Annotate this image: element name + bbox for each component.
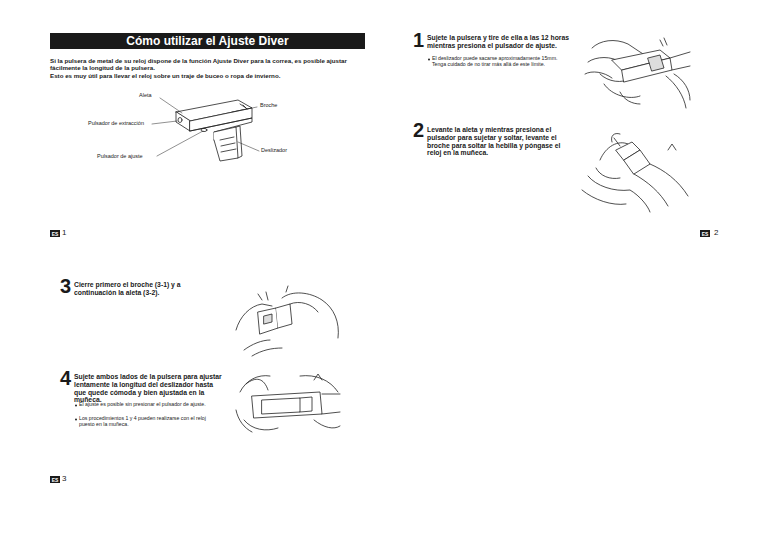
language-badge: ES [50, 476, 60, 483]
step2-illustration [582, 133, 688, 212]
bullet [75, 59, 430, 421]
language-badge: ES [700, 230, 710, 237]
intro-text: Esto es muy útil para llevar el reloj so… [50, 72, 370, 79]
part-name: Pulsador de ajuste [97, 153, 143, 159]
step-number: 1 [413, 30, 424, 50]
note-text: El ajuste es posible sin presionar el pu… [79, 402, 219, 408]
badge-text: ES [52, 477, 59, 483]
step-text: Sujete la pulsera y tire de ella a las 1… [427, 34, 577, 50]
part-name: Broche [260, 102, 277, 108]
title-band: Cómo utilizar el Ajuste Diver [50, 33, 365, 49]
leader-line [152, 98, 259, 156]
step-text: Cierre primero el broche (3-1) y a conti… [74, 281, 224, 297]
step4-illustration [236, 374, 340, 432]
step-text: Sujete ambos lados de la pulsera para aj… [74, 373, 226, 404]
page-number: 1 [62, 228, 66, 237]
part-name: Deslizador [261, 147, 287, 153]
step-number: 3 [60, 276, 71, 296]
page-number: 3 [62, 474, 66, 483]
part-name: Aleta [139, 92, 152, 98]
badge-text: ES [702, 231, 709, 237]
step3-illustration [236, 286, 338, 356]
page-number: 2 [714, 228, 718, 237]
step-number: 4 [60, 368, 71, 388]
step1-illustration [585, 38, 690, 108]
part-name: Pulsador de extracción [88, 120, 144, 126]
language-badge: ES [50, 230, 60, 237]
note-text: Los procedimientos 1 y 4 pueden realizar… [79, 416, 219, 428]
clasp-drawing [176, 100, 252, 161]
intro-text: Si la pulsera de metal de su reloj dispo… [50, 57, 370, 71]
badge-text: ES [52, 231, 59, 237]
step-number: 2 [413, 120, 424, 140]
step-text: Levante la aleta y mientras presiona el … [427, 126, 570, 157]
note-text: El deslizador puede sacarse aproximadame… [432, 56, 572, 68]
